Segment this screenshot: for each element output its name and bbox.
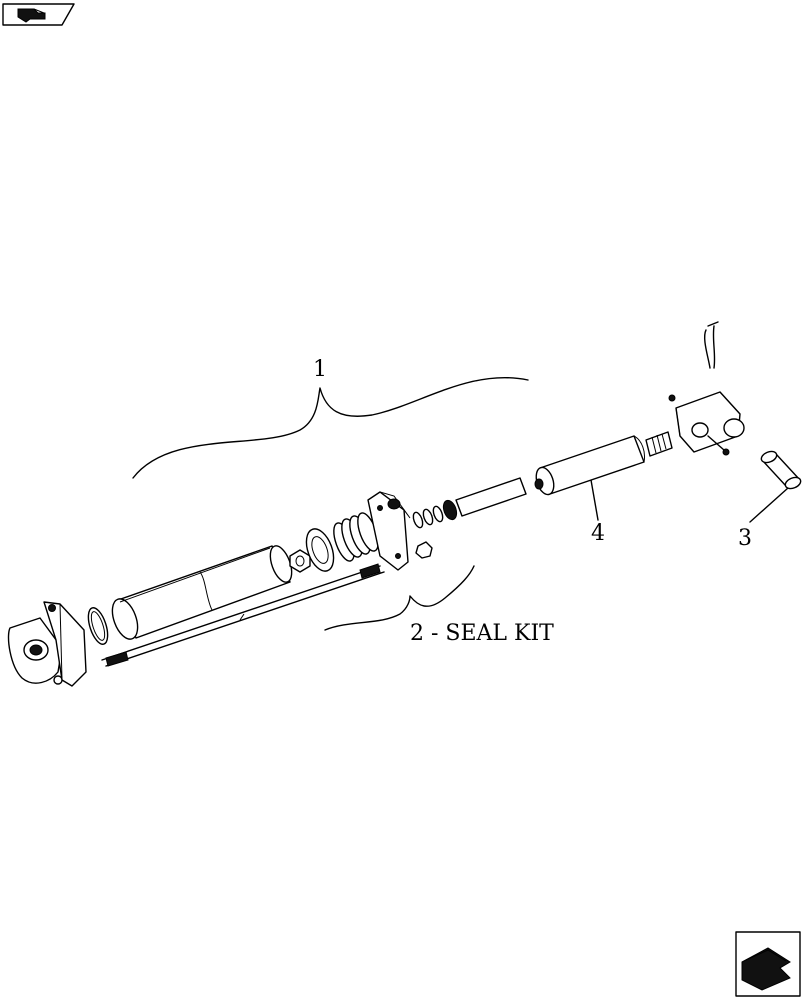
pin-leader-line (749, 487, 789, 523)
base-clevis (7, 601, 87, 687)
assembly-callout: 1 (313, 357, 327, 382)
rod-clevis (668, 391, 745, 456)
seal-kit-bracket (324, 565, 475, 631)
previous-page-arrow-icon (17, 8, 46, 23)
piston-rod (455, 477, 527, 517)
assembly-bracket (132, 376, 529, 479)
rod-end-head (367, 491, 411, 571)
seal-kit-callout: 2 - SEAL KIT (410, 621, 554, 646)
next-page-arrow-icon (741, 947, 791, 991)
base-o-ring (87, 607, 109, 645)
pin-callout: 3 (738, 526, 752, 551)
cotter-pin (703, 321, 719, 369)
piston-nut (289, 549, 311, 573)
clevis-pin (760, 450, 802, 490)
previous-page-button-frame (2, 3, 75, 26)
tie-rods (101, 563, 385, 667)
rod-callout: 4 (591, 521, 605, 546)
rod-seal-rings (412, 499, 458, 529)
head-nut (415, 541, 433, 559)
piston-seals (305, 512, 379, 572)
rod-tube (534, 431, 673, 496)
rod-leader-line (590, 479, 599, 521)
next-page-button-frame (735, 931, 801, 997)
next-page-button[interactable] (735, 931, 801, 997)
cylinder-barrel (111, 545, 293, 640)
previous-page-button[interactable] (2, 3, 75, 26)
